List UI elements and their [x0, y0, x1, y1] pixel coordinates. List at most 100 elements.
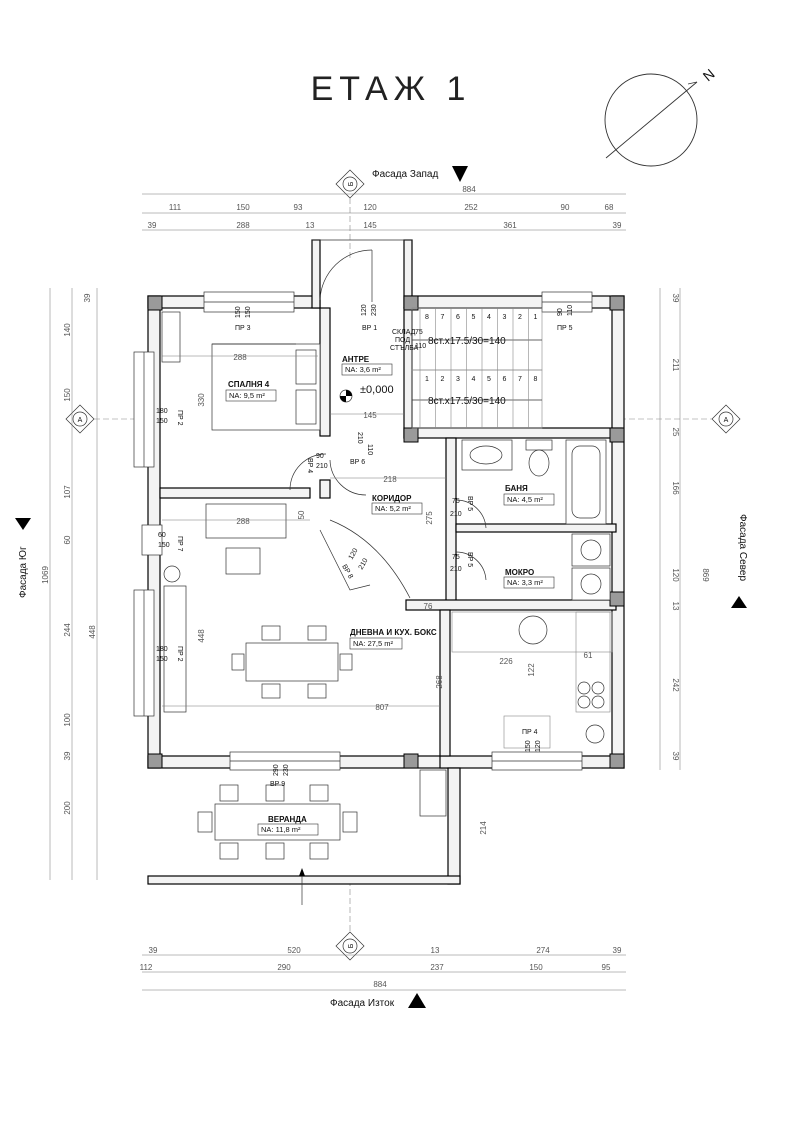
svg-text:АНТРЕ: АНТРЕ: [342, 355, 370, 364]
svg-text:ВР 5: ВР 5: [466, 552, 473, 567]
svg-text:288: 288: [233, 353, 247, 362]
svg-text:361: 361: [503, 221, 517, 230]
facade-south: Фасада Юг: [15, 518, 31, 598]
svg-text:95: 95: [602, 963, 611, 972]
svg-text:ВР 6: ВР 6: [350, 459, 365, 466]
dims-right: 39 211 25 166 120 13 242 39 869: [671, 294, 710, 761]
stair-number: 2: [518, 314, 522, 321]
dim-left-total: 1069: [41, 566, 50, 584]
svg-text:226: 226: [499, 657, 513, 666]
opening-labels: ПР 3 150 150 ПР 5 90 110 ПР 2 180 150 ПР…: [156, 304, 574, 788]
svg-text:ПР 4: ПР 4: [522, 729, 538, 736]
svg-text:150: 150: [156, 418, 168, 425]
svg-text:180: 180: [156, 646, 168, 653]
svg-text:120: 120: [535, 740, 542, 752]
section-marker-a-right: А: [711, 404, 741, 434]
svg-text:А: А: [724, 417, 729, 424]
facade-east: Фасада Изток: [330, 993, 426, 1009]
section-marker-b-bottom: Б: [335, 931, 365, 961]
svg-text:КОРИДОР: КОРИДОР: [372, 494, 412, 503]
svg-text:252: 252: [464, 203, 478, 212]
svg-text:39: 39: [148, 221, 157, 230]
svg-text:230: 230: [371, 304, 378, 316]
svg-text:ПР 5: ПР 5: [557, 325, 573, 332]
svg-text:93: 93: [294, 203, 303, 212]
svg-text:ПОД: ПОД: [395, 337, 410, 344]
svg-text:210: 210: [316, 463, 328, 470]
svg-text:ПР 3: ПР 3: [235, 325, 251, 332]
stair-number: 8: [425, 314, 429, 321]
tv-unit-icon: [163, 585, 187, 713]
svg-text:13: 13: [306, 221, 315, 230]
svg-text:50: 50: [297, 510, 306, 519]
svg-text:ВР 8: ВР 8: [340, 564, 354, 581]
svg-text:NA: 4,5 m²: NA: 4,5 m²: [507, 495, 543, 504]
kitchen-counter: [451, 611, 613, 749]
stair-number: 3: [503, 314, 507, 321]
svg-text:210: 210: [450, 511, 462, 518]
svg-text:110: 110: [567, 305, 574, 316]
stair-number: 5: [472, 314, 476, 321]
svg-text:NA: 27,5 m²: NA: 27,5 m²: [353, 639, 394, 648]
svg-text:39: 39: [63, 751, 72, 760]
level-marker-icon: ±0,000: [339, 384, 394, 403]
svg-text:13: 13: [671, 602, 680, 611]
svg-text:244: 244: [63, 623, 72, 637]
columns: [147, 295, 625, 769]
room-corridor: КОРИДОР NA: 5,2 m²: [371, 494, 423, 515]
svg-text:75: 75: [452, 554, 460, 561]
svg-text:75: 75: [415, 329, 423, 336]
svg-text:145: 145: [363, 411, 377, 420]
svg-text:211: 211: [671, 359, 680, 372]
dining-table-icon: [231, 625, 353, 699]
room-bedroom: СПАЛНЯ 4 NA: 9,5 m²: [225, 380, 277, 402]
svg-text:120: 120: [361, 304, 368, 316]
svg-text:145: 145: [363, 221, 377, 230]
svg-text:МОКРО: МОКРО: [505, 568, 534, 577]
svg-text:NA: 5,2 m²: NA: 5,2 m²: [375, 504, 411, 513]
dims-top-row1: 111 150 93 120 252 90 68: [169, 203, 614, 212]
svg-text:122: 122: [527, 663, 536, 677]
svg-text:61: 61: [584, 651, 593, 660]
svg-text:268: 268: [435, 675, 444, 689]
svg-text:275: 275: [425, 511, 434, 525]
svg-text:110: 110: [366, 444, 373, 455]
svg-text:Б: Б: [348, 181, 355, 186]
walls: [147, 239, 625, 885]
svg-text:68: 68: [605, 203, 614, 212]
room-living: ДНЕВНА И КУХ. БОКС NA: 27,5 m²: [349, 628, 437, 650]
svg-text:111: 111: [169, 203, 182, 212]
stair-number: 7: [518, 376, 522, 383]
dimension-lines: [49, 193, 681, 991]
stair-number: 3: [456, 376, 460, 383]
svg-text:NA: 11,8 m²: NA: 11,8 m²: [261, 825, 301, 834]
svg-text:БАНЯ: БАНЯ: [505, 484, 528, 493]
svg-text:60: 60: [63, 535, 72, 544]
sink-icon: [461, 439, 513, 471]
svg-text:ВР 5: ВР 5: [466, 496, 473, 511]
storage-label: СКЛАД ПОД СТЪЛБА: [390, 329, 419, 352]
svg-text:210: 210: [358, 557, 370, 571]
doors: [289, 249, 487, 599]
svg-text:Фасада Север: Фасада Север: [737, 514, 748, 581]
svg-text:520: 520: [287, 946, 301, 955]
stair-number: 8: [534, 376, 538, 383]
stair-number: 4: [487, 314, 491, 321]
svg-text:120: 120: [363, 203, 377, 212]
stair-number: 7: [441, 314, 445, 321]
svg-text:СТЪЛБА: СТЪЛБА: [390, 345, 419, 352]
stair-number: 5: [487, 376, 491, 383]
svg-text:274: 274: [536, 946, 550, 955]
svg-text:230: 230: [283, 764, 290, 776]
svg-text:ВР 9: ВР 9: [270, 781, 285, 788]
svg-text:39: 39: [149, 946, 158, 955]
svg-text:СПАЛНЯ 4: СПАЛНЯ 4: [228, 380, 270, 389]
svg-text:39: 39: [613, 946, 622, 955]
svg-text:60: 60: [158, 532, 166, 539]
stair-number: 1: [534, 314, 538, 321]
room-bath: БАНЯ NA: 4,5 m²: [503, 484, 555, 506]
svg-text:39: 39: [83, 293, 92, 302]
room-antre: АНТРЕ NA: 3,6 m²: [341, 355, 393, 376]
svg-text:NA: 9,5 m²: NA: 9,5 m²: [229, 391, 265, 400]
